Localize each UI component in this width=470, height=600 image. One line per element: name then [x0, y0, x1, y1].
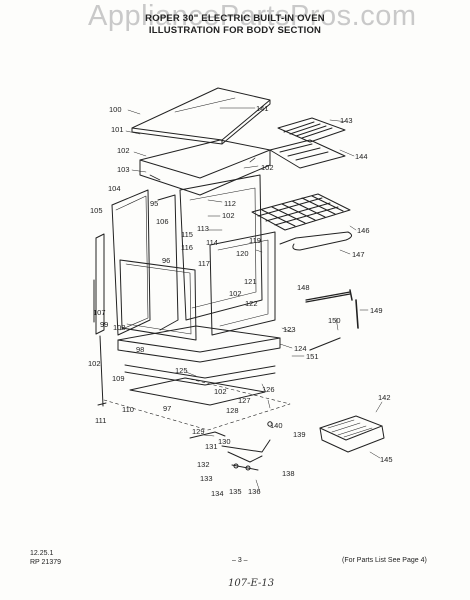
callout-102: 102	[222, 211, 235, 220]
rods	[305, 289, 359, 351]
callout-121: 121	[244, 277, 257, 286]
callout-107: 107	[93, 308, 106, 317]
watermark: AppliancePartsPros.com	[88, 0, 417, 32]
callout-128: 128	[226, 406, 239, 415]
callout-106: 106	[156, 217, 169, 226]
callout-95: 95	[150, 199, 158, 208]
callout-131: 131	[205, 442, 218, 451]
callout-102: 102	[261, 163, 274, 172]
callout-112: 112	[224, 199, 236, 208]
callout-151: 151	[306, 352, 319, 361]
callout-140: 140	[270, 421, 283, 430]
callout-130: 130	[218, 437, 231, 446]
callout-103: 103	[117, 165, 130, 174]
diagram-title: ROPER 30" ELECTRIC BUILT-IN OVEN	[145, 13, 325, 24]
callout-123: 123	[283, 325, 296, 334]
callout-98: 98	[136, 345, 144, 354]
top-panel	[131, 87, 271, 145]
callout-101: 101	[111, 125, 124, 134]
callout-124: 124	[294, 344, 307, 353]
callout-115: 115	[181, 230, 193, 239]
broil-element	[269, 117, 346, 169]
broil-pan	[319, 415, 385, 453]
callout-145: 145	[380, 455, 393, 464]
oven-cabinet	[111, 139, 281, 406]
footer-code-1: 12.25.1	[30, 550, 54, 557]
bake-element	[279, 231, 352, 251]
callout-149: 149	[370, 306, 383, 315]
callout-108: 108	[113, 323, 126, 332]
callout-142: 142	[378, 393, 391, 402]
callout-labels: 100 101 102 103 104 105 95 106 96 107 99…	[88, 104, 393, 498]
callout-125: 125	[175, 366, 188, 375]
callout-119: 119	[249, 236, 261, 245]
callout-96: 96	[162, 256, 170, 265]
callout-111: 111	[95, 416, 106, 425]
callout-100: 100	[109, 105, 122, 114]
callout-102: 102	[229, 289, 242, 298]
footer-page-number: – 3 –	[232, 557, 248, 564]
callout-144: 144	[355, 152, 368, 161]
callout-132: 132	[197, 460, 210, 469]
callout-102: 102	[88, 359, 101, 368]
callout-136: 136	[248, 487, 261, 496]
callout-102: 102	[214, 387, 227, 396]
callout-146: 146	[357, 226, 370, 235]
callout-116: 116	[181, 243, 193, 252]
callout-147: 147	[352, 250, 365, 259]
diagram-subtitle: ILLUSTRATION FOR BODY SECTION	[148, 25, 322, 36]
callout-127: 127	[238, 396, 251, 405]
callout-134: 134	[211, 489, 224, 498]
callout-135: 135	[229, 487, 242, 496]
callout-126: 126	[262, 385, 275, 394]
callout-110: 110	[122, 405, 134, 414]
callout-143: 143	[340, 116, 353, 125]
callout-99: 99	[100, 320, 108, 329]
leader-lines	[125, 107, 383, 493]
callout-133: 133	[200, 474, 213, 483]
callout-102: 102	[117, 146, 130, 155]
footer-parts-list-note: (For Parts List See Page 4)	[342, 557, 427, 564]
callout-150: 150	[328, 316, 341, 325]
callout-104: 104	[108, 184, 121, 193]
callout-129: 129	[192, 427, 205, 436]
footer-code-2: RP 21379	[30, 559, 62, 566]
callout-122: 122	[245, 299, 258, 308]
callout-114: 114	[206, 238, 218, 247]
callout-109: 109	[112, 374, 125, 383]
callout-141: 141	[256, 104, 269, 113]
callout-139: 139	[293, 430, 306, 439]
callout-138: 138	[282, 469, 295, 478]
hinge-assembly	[189, 421, 273, 471]
handwritten-reference: 107-E-13	[228, 578, 275, 589]
callout-97: 97	[163, 404, 171, 413]
callout-105: 105	[90, 206, 103, 215]
callout-148: 148	[297, 283, 310, 292]
callout-120: 120	[236, 249, 249, 258]
callout-113: 113	[197, 224, 209, 233]
callout-117: 117	[198, 259, 210, 268]
side-trim	[93, 233, 107, 407]
oven-rack	[251, 193, 351, 231]
